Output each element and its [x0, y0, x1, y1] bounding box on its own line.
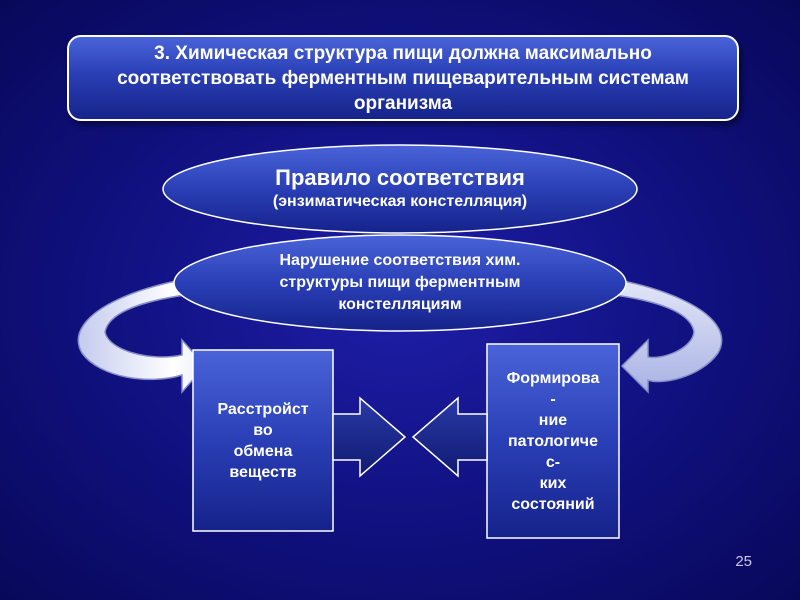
left-pointing-arrow [411, 396, 488, 478]
left-box [192, 349, 334, 532]
violation-label: Нарушение соответствия хим. структуры пи… [279, 252, 521, 313]
title-box: 3. Химическая структура пищи должна макс… [67, 35, 739, 121]
rule-subtitle: (энзиматическая констелляция) [272, 193, 528, 210]
slide-title: 3. Химическая структура пищи должна макс… [117, 42, 689, 114]
rule-text: Правило соответствия (энзиматическая кон… [180, 148, 620, 230]
right-box [486, 343, 620, 539]
left-box-text: Расстройст во обмена веществ [193, 350, 333, 531]
left-box-label: Расстройст во обмена веществ [217, 400, 309, 481]
violation-text: Нарушение соответствия хим. структуры пи… [190, 238, 610, 328]
right-pointing-arrow [332, 396, 407, 478]
left-curved-arrow [77, 269, 269, 394]
violation-ellipse [173, 234, 627, 332]
rule-ellipse [162, 144, 638, 234]
right-box-text: Формирова - ние патологиче с- ких состоя… [487, 344, 619, 538]
rule-title: Правило соответствия [275, 165, 525, 190]
slide-number: 25 [735, 553, 752, 570]
right-curved-arrow [529, 269, 723, 394]
right-box-label: Формирова - ние патологиче с- ких состоя… [506, 369, 600, 513]
